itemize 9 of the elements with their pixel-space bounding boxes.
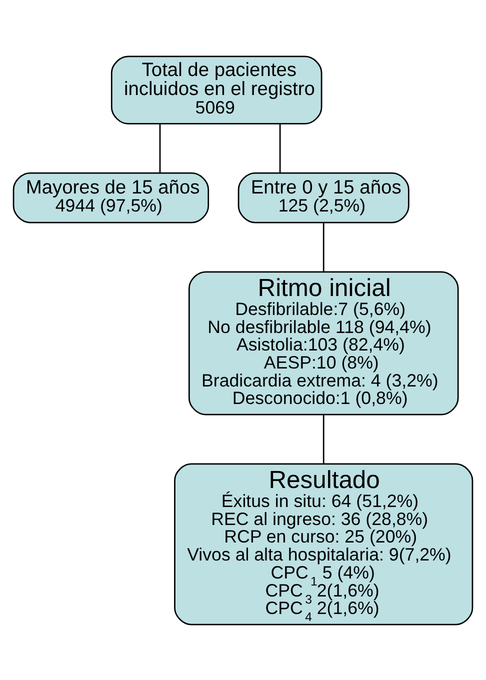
node-box: Mayores de 15 años 4944 (97,5%)	[12, 172, 210, 223]
connector	[322, 222, 324, 271]
node-box: Total de pacientes incluidos en el registro 5069	[110, 55, 322, 124]
connector	[159, 124, 161, 172]
node-box: Resultado Éxitus in situ: 64 (51,2%) REC al ingreso: 36 (28,8%) RCP en curso: 25 (20%) Vivos al alta hospitalaria: 9(7,2%) CPC$_{1}$ 5 (4%) CPC$_{3}$ 2(1,6%) CPC$_{4}$ 2(1,6%)	[174, 462, 474, 625]
connector	[322, 414, 324, 464]
node-box: Entre 0 y 15 años 125 (2,5%)	[238, 172, 410, 223]
node-box: Ritmo inicial Desfibrilable:7 (5,6%) No desfibrilable 118 (94,4%) Asistolia:103 (82,4%) AESP:10 (8%) Bradicardia extrema: 4 (3,2%) Desconocido:1 (0,8%)	[188, 270, 459, 415]
connector	[279, 124, 281, 172]
